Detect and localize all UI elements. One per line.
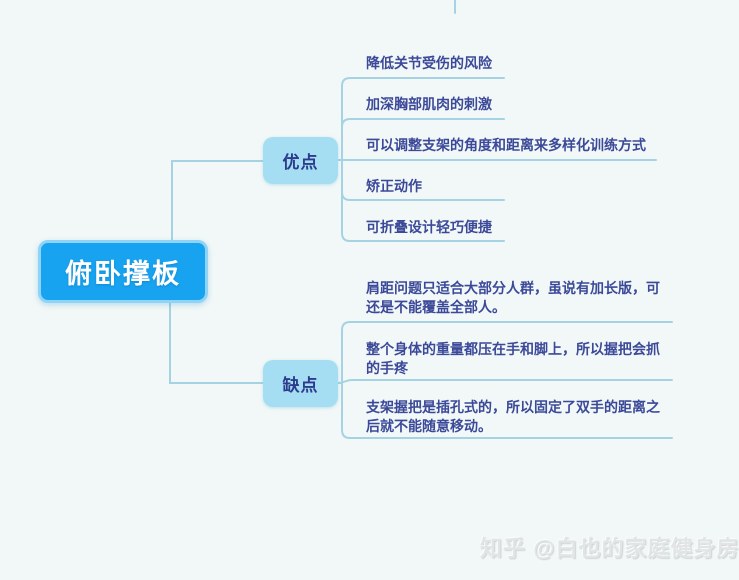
branch-topic-disadvantages[interactable]: 缺点 (263, 360, 338, 407)
advantage-leaf-5[interactable]: 可折叠设计轻巧便捷 (366, 219, 492, 235)
root-topic[interactable]: 俯卧撑板 (38, 240, 208, 303)
branch-advantages-label: 优点 (282, 153, 319, 172)
branch-topic-advantages[interactable]: 优点 (263, 137, 338, 184)
disadvantage-leaf-2[interactable]: 整个身体的重量都压在手和脚上，所以握把会抓的手疼 (366, 341, 660, 376)
root-to-advantages-line (171, 160, 264, 241)
root-topic-label: 俯卧撑板 (65, 259, 181, 289)
disadvantages-leaf2-line (337, 379, 673, 384)
disadvantage-leaf-3[interactable]: 支架握把是插孔式的，所以固定了双手的距离之后就不能随意移动。 (366, 399, 660, 434)
root-to-disadvantages-line (169, 302, 264, 384)
advantage-leaf-2[interactable]: 加深胸部肌肉的刺激 (366, 96, 492, 112)
disadvantage-leaf-1[interactable]: 肩距问题只适合大部分人群，虽说有加长版，可还是不能覆盖全部人。 (366, 280, 660, 315)
advantage-leaf-3[interactable]: 可以调整支架的角度和距离来多样化训练方式 (366, 137, 646, 153)
advantage-leaf-4[interactable]: 矫正动作 (366, 178, 422, 194)
zhihu-watermark: 知乎 @白也的家庭健身房 (480, 536, 739, 561)
advantage-leaf-1[interactable]: 降低关节受伤的风险 (366, 55, 492, 71)
branch-disadvantages-label: 缺点 (282, 376, 319, 395)
